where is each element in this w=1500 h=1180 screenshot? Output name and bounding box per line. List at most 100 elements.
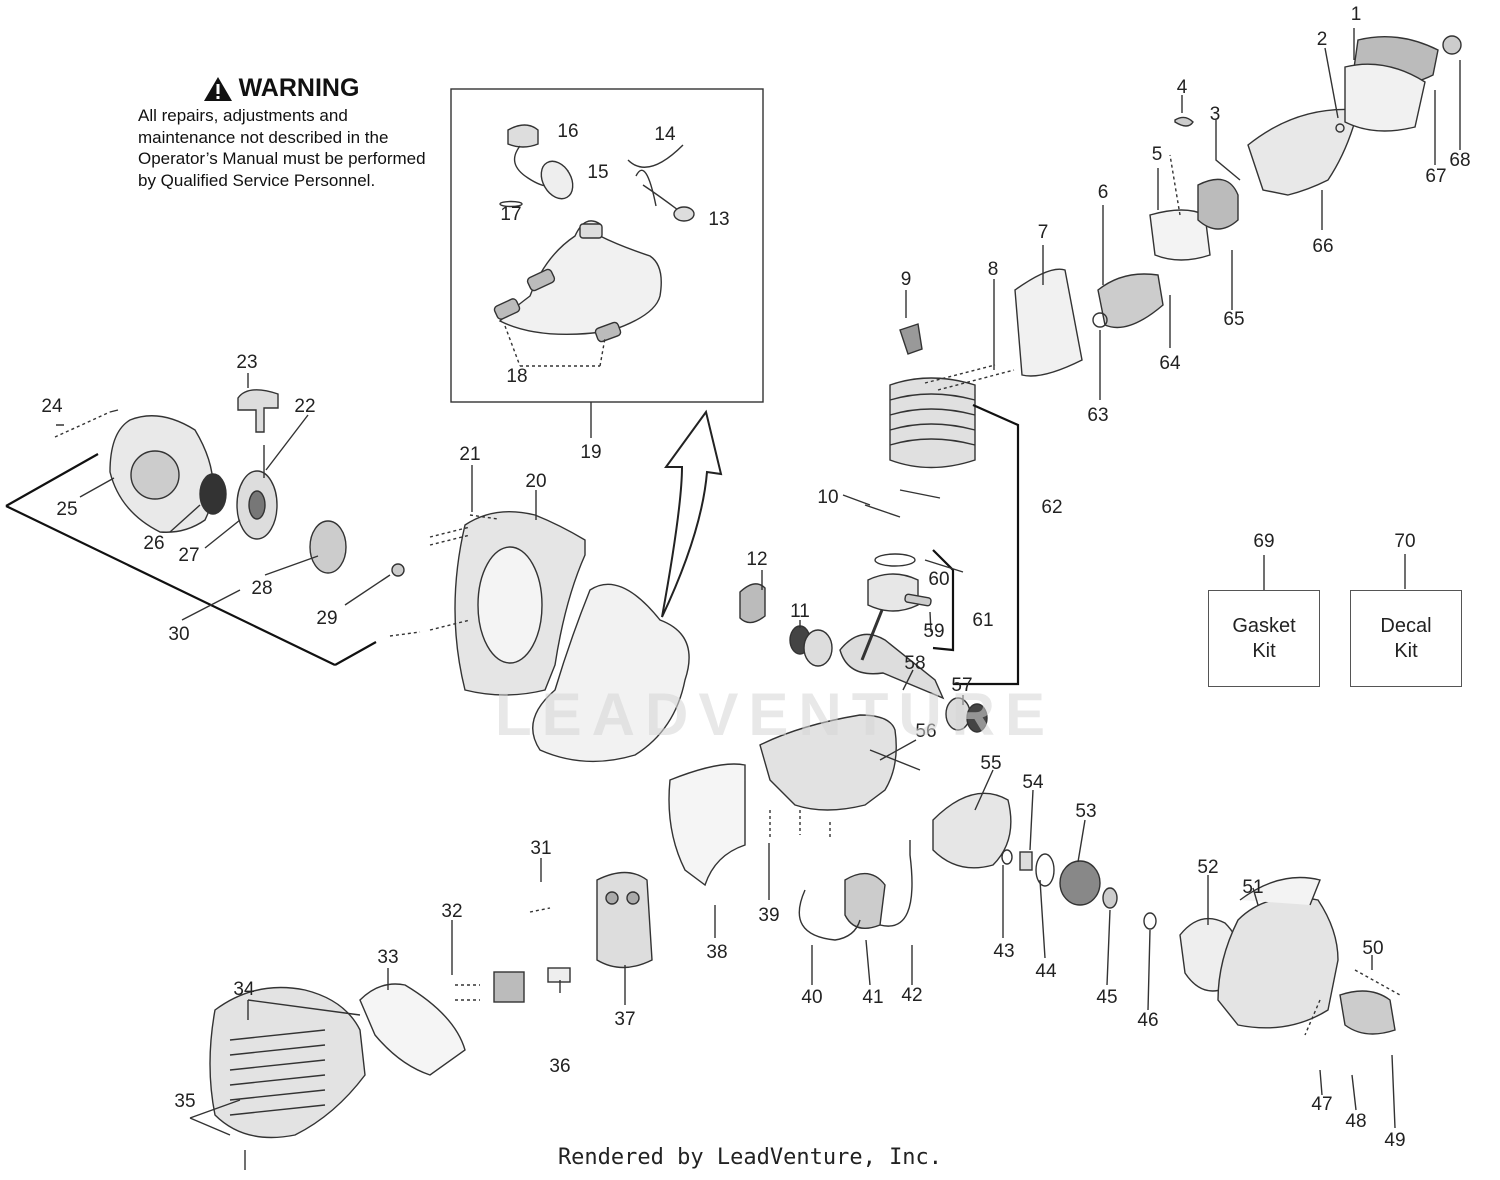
- part-label-55: 55: [980, 753, 1001, 774]
- flywheel-part: [932, 792, 1012, 869]
- clamp-part: [1092, 312, 1108, 328]
- warning-triangle-icon: [203, 76, 232, 101]
- label-part: [547, 967, 571, 983]
- part-label-36: 36: [549, 1056, 570, 1077]
- nut-part: [1102, 887, 1118, 909]
- part-label-58: 58: [904, 653, 925, 674]
- part-label-15: 15: [587, 162, 608, 183]
- spacer-part: [1019, 851, 1033, 871]
- part-label-23: 23: [236, 352, 257, 373]
- assembly-bracket: [932, 549, 955, 652]
- part-label-65: 65: [1223, 309, 1244, 330]
- part-label-32: 32: [441, 901, 462, 922]
- part-label-62: 62: [1041, 497, 1062, 518]
- fuel-tank-inset-box: [450, 88, 764, 403]
- decal-kit-line1: Decal: [1380, 614, 1432, 637]
- part-label-66: 66: [1312, 236, 1333, 257]
- fuel-line-filter-part: [673, 206, 695, 222]
- kit-number-label: 69: [1253, 531, 1274, 552]
- carburetor-part: [1197, 178, 1239, 230]
- gasket-kit-box: Gasket Kit: [1208, 590, 1320, 687]
- leader-line: [455, 907, 551, 1001]
- part-label-25: 25: [56, 499, 77, 520]
- air-filter-plate-part: [1014, 268, 1083, 377]
- starter-pawl-part: [309, 520, 347, 574]
- primer-part: [1174, 116, 1194, 127]
- part-label-40: 40: [801, 987, 822, 1008]
- leader-line: [471, 465, 964, 771]
- screen-part: [493, 971, 525, 1003]
- gasket-part: [864, 489, 941, 518]
- part-label-68: 68: [1449, 150, 1470, 171]
- leader-line: [1169, 154, 1181, 216]
- part-label-44: 44: [1035, 961, 1057, 982]
- washer-part: [1143, 912, 1157, 930]
- part-label-47: 47: [1311, 1094, 1332, 1115]
- leader-line: [924, 364, 1015, 391]
- part-label-60: 60: [928, 569, 949, 590]
- guard-grille: [229, 1029, 326, 1116]
- assembly-bracket: [5, 453, 377, 666]
- part-label-42: 42: [901, 985, 922, 1006]
- leader-line: [1304, 969, 1401, 1036]
- part-label-18: 18: [506, 366, 527, 387]
- part-label-49: 49: [1384, 1130, 1405, 1151]
- part-label-9: 9: [901, 269, 912, 290]
- tank-pad-part: [526, 268, 556, 292]
- leader-line: [189, 999, 361, 1170]
- part-label-26: 26: [143, 533, 164, 554]
- shaft-tube-part: [1339, 990, 1396, 1035]
- footer-credit: Rendered by LeadVenture, Inc.: [557, 1145, 943, 1170]
- part-label-12: 12: [746, 549, 767, 570]
- leader-line: [79, 373, 391, 621]
- part-label-39: 39: [758, 905, 779, 926]
- heat-shield-part: [668, 763, 746, 887]
- fuel-line-part: [642, 184, 679, 211]
- connecting-rod-part: [860, 609, 884, 661]
- leader-line: [504, 325, 606, 367]
- warning-heading: WARNING: [124, 74, 438, 103]
- part-label-50: 50: [1362, 938, 1383, 959]
- piston-part: [867, 573, 919, 612]
- warning-title: WARNING: [238, 74, 360, 102]
- ignition-lead-part: [798, 840, 913, 941]
- cylinder-part: [889, 377, 976, 469]
- gasket-kit-line2: Kit: [1252, 639, 1276, 662]
- part-label-11: 11: [790, 601, 810, 622]
- part-label-51: 51: [1242, 877, 1263, 898]
- screw-part: [56, 409, 119, 426]
- washer-part: [1001, 849, 1013, 865]
- gasket-kit-line1: Gasket: [1232, 614, 1296, 637]
- leader-line: [387, 769, 1396, 1129]
- muffler-guard-part: [209, 986, 366, 1139]
- part-label-63: 63: [1087, 405, 1108, 426]
- part-label-17: 17: [500, 204, 521, 225]
- air-filter-part: [739, 583, 766, 624]
- part-label-2: 2: [1317, 29, 1328, 50]
- knob-part: [1442, 35, 1462, 55]
- part-label-10: 10: [817, 487, 838, 508]
- part-label-21: 21: [459, 444, 480, 465]
- washer-part: [1335, 123, 1345, 133]
- gasket-part: [1149, 209, 1211, 261]
- part-label-27: 27: [178, 545, 199, 566]
- piston-ring-part: [874, 553, 916, 567]
- screw-part: [391, 563, 405, 577]
- recoil-spring-part: [199, 473, 227, 515]
- crankcase-part: [759, 714, 897, 811]
- part-label-38: 38: [706, 942, 727, 963]
- pulley-hub-part: [248, 490, 266, 520]
- intake-part: [1097, 273, 1164, 329]
- air-filter-part: [1344, 63, 1426, 132]
- fuel-line-part: [635, 169, 657, 207]
- seal-part: [966, 703, 988, 733]
- part-label-48: 48: [1345, 1111, 1366, 1132]
- part-label-8: 8: [988, 259, 999, 280]
- starter-hub-part: [130, 450, 180, 500]
- watermark-text: LEADVENTURE: [495, 681, 1056, 748]
- part-label-29: 29: [316, 608, 337, 629]
- part-label-16: 16: [557, 121, 578, 142]
- part-label-52: 52: [1197, 857, 1218, 878]
